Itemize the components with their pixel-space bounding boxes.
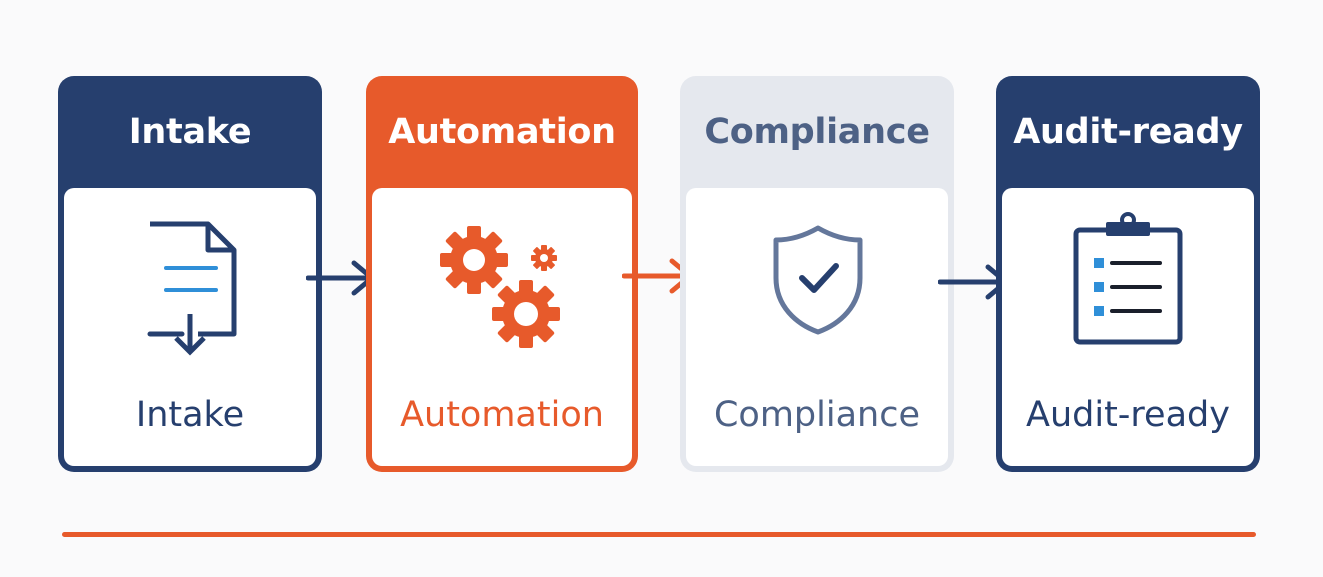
clipboard-checklist-icon	[1073, 212, 1183, 345]
step-header-compliance: Compliance	[704, 112, 930, 152]
step-body-automation	[372, 188, 632, 466]
step-label-compliance: Compliance	[713, 395, 921, 435]
step-card-automation: Automation Automation	[366, 76, 638, 472]
step-label-intake: Intake	[135, 395, 245, 435]
accent-divider-line	[62, 532, 1256, 537]
shield-check-icon	[773, 225, 863, 335]
step-card-compliance: Compliance Compliance	[680, 76, 954, 472]
step-card-intake: Intake Intake	[58, 76, 322, 472]
step-card-audit-ready: Audit-ready Audit-ready	[996, 76, 1260, 472]
step-header-intake: Intake	[128, 112, 252, 152]
step-header-automation: Automation	[388, 112, 616, 152]
step-header-audit-ready: Audit-ready	[1013, 112, 1243, 152]
step-label-audit-ready: Audit-ready	[1026, 395, 1230, 435]
gears-icon	[440, 226, 560, 348]
document-download-icon	[147, 221, 237, 356]
step-body-compliance	[686, 188, 948, 466]
step-label-automation: Automation	[400, 395, 604, 435]
